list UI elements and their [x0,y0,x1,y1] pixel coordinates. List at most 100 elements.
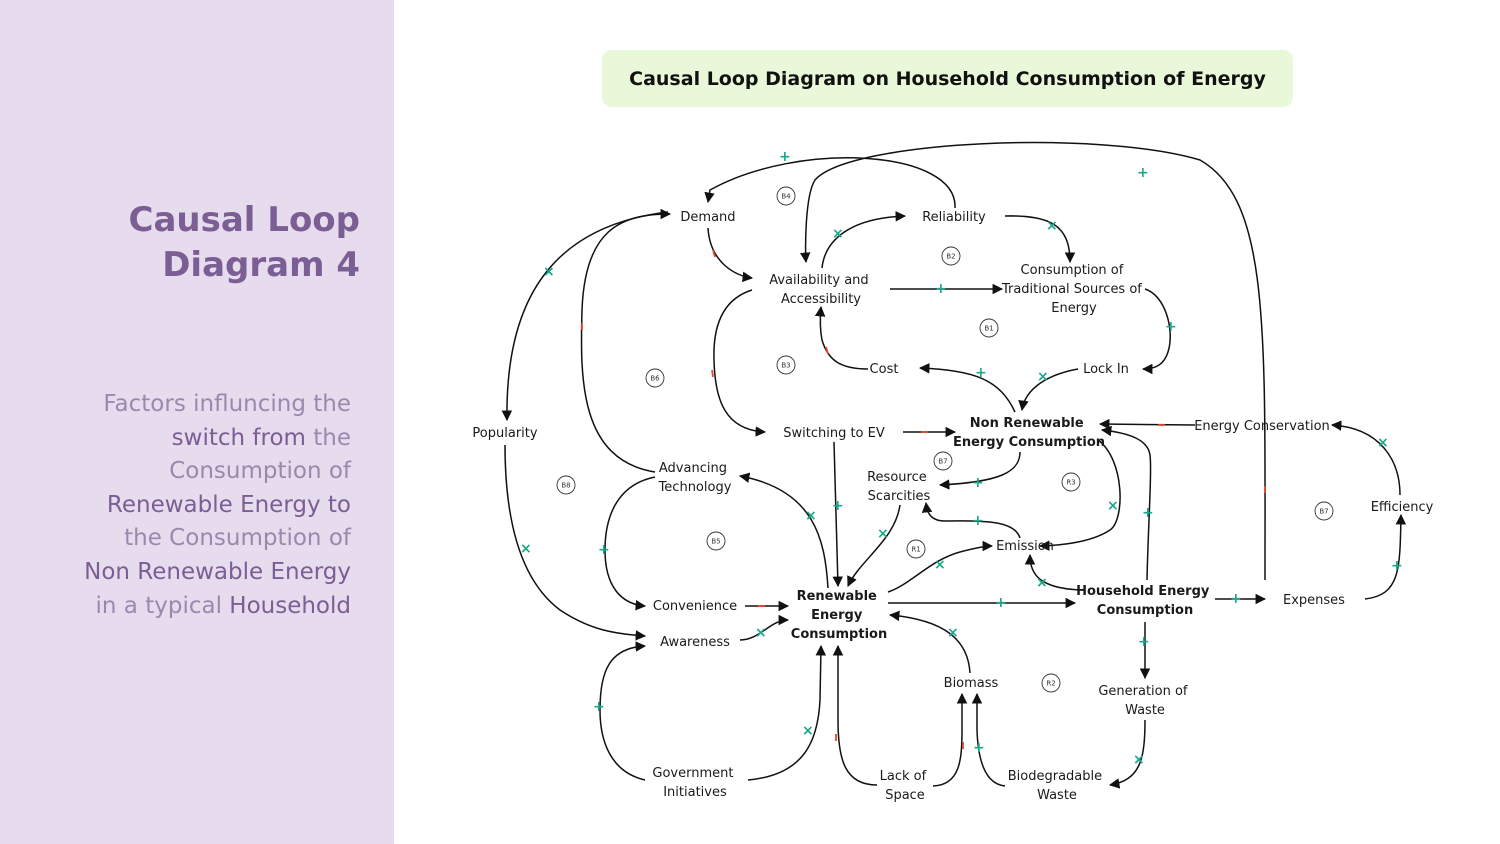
edge-tech-convenience [604,476,656,611]
loop-marker: B3 [776,355,796,375]
positive-polarity-mark: + [1137,165,1149,181]
edge-biodegradable-biomass [971,692,1006,787]
desc-line-5: the Consumption of [124,525,351,552]
edge-availability-reliability [821,211,907,269]
edge-popularity-awareness [504,444,647,641]
node-line: Lack of [880,769,927,784]
loop-label: B2 [946,253,955,261]
loop-label: R1 [911,546,920,554]
positive-polarity-mark: + [1142,505,1154,521]
node-line: Consumption of [1021,263,1124,278]
loop-label: R2 [1046,680,1055,688]
loop-markers: B4 B2 B1 B3 B6 B7 R3 B8 B5 R1 B7 R2 [556,186,1334,693]
node-line: Government [652,766,733,781]
node-line: Resource [867,470,927,485]
positive-polarity-mark: × [805,508,817,524]
loop-label: B7 [1319,508,1328,516]
edge-emission-scarcities [921,501,1021,539]
positive-polarity-mark: × [802,723,814,739]
node-lack-of-space: Lack of Space [880,769,931,803]
edge-expenses-efficiency [1364,513,1407,600]
desc-line-7: in a typical Household [11,590,351,624]
edge-tech-demand [580,208,672,473]
positive-polarity-mark: + [1165,319,1177,335]
loop-label: B3 [781,362,790,370]
edge-reliability-traditional [1004,215,1076,264]
edge-renewable-emission [887,540,994,593]
desc-line-6: Non Renewable Energy [11,556,351,590]
edge-availability-switching [713,289,767,437]
edge-scarcities-renewable [847,504,901,587]
edges [501,141,1407,789]
positive-polarity-mark: + [593,699,605,715]
positive-polarity-mark: × [1377,435,1389,451]
node-line: Traditional Sources of [1001,282,1142,297]
desc-emphasis: switch from [171,424,306,451]
negative-polarity-mark [712,249,716,258]
node-convenience: Convenience [653,599,737,614]
positive-polarity-mark: × [934,557,946,573]
loop-label: R3 [1066,479,1075,487]
node-efficiency: Efficiency [1371,500,1434,515]
node-popularity: Popularity [472,426,537,441]
loop-marker: B7 [933,451,953,471]
desc-emphasis: Household [229,592,351,619]
node-line: Consumption [1097,603,1193,618]
diagram-title: Causal Loop Diagram on Household Consump… [629,67,1266,90]
loop-marker: B7 [1314,501,1334,521]
node-switching-ev: Switching to EV [783,426,885,441]
positive-polarity-mark: + [973,740,985,756]
node-resource-scarcities: Resource Scarcities [867,470,931,504]
sidebar-title-line-1: Causal Loop [128,200,361,240]
desc-line-2: switch from the [11,422,351,456]
node-non-renewable: Non Renewable Energy Consumption [953,416,1105,450]
positive-polarity-mark: × [1037,369,1049,385]
positive-polarity-mark: × [1133,752,1145,768]
positive-polarity-mark: × [832,226,844,242]
node-expenses: Expenses [1283,593,1345,608]
positive-polarity-mark: + [1230,591,1242,607]
edge-efficiency-conservation [1330,420,1401,496]
node-line: Technology [658,480,732,495]
node-government-initiatives: Government Initiatives [652,766,737,800]
desc-emphasis: Renewable Energy to [106,491,351,518]
edge-gov-awareness [599,641,647,781]
node-renewable: Renewable Energy Consumption [791,589,887,642]
node-energy-conservation: Energy Conservation [1194,419,1330,434]
diagram-title-box: Causal Loop Diagram on Household Consump… [602,50,1293,107]
node-line: Advancing [659,461,727,476]
node-cost: Cost [870,362,899,377]
edge-household-nonrenew [1100,425,1152,581]
sidebar-panel: Causal Loop Diagram 4 Factors influncing… [0,0,394,844]
node-line: Renewable [797,589,877,604]
edge-nonrenew-scarcities [938,451,1021,490]
node-biomass: Biomass [944,676,999,691]
edge-gov-renewable [747,644,827,781]
loop-label: B7 [938,458,947,466]
loop-marker: R3 [1061,472,1081,492]
positive-polarity-mark: × [755,625,767,641]
sidebar-title-line-2: Diagram 4 [162,245,360,285]
edge-demand-availability [707,227,754,283]
positive-polarity-mark: + [779,149,791,165]
node-line: Scarcities [868,489,931,504]
node-traditional-energy: Consumption of Traditional Sources of En… [1001,263,1146,316]
positive-polarity-mark: + [995,595,1007,611]
node-line: Initiatives [663,785,727,800]
sidebar-description: Factors influncing the switch from the C… [11,388,351,623]
edge-lackspace-renewable [832,644,878,786]
node-demand: Demand [680,210,735,225]
node-generation-of-waste: Generation of Waste [1098,684,1191,718]
node-line: Consumption [791,627,887,642]
node-line: Waste [1125,703,1165,718]
nodes: Demand Reliability Availability and Acce… [472,210,1433,803]
loop-label: B4 [781,193,791,201]
node-awareness: Awareness [660,635,730,650]
loop-marker: B6 [645,368,665,388]
edge-conservation-nonrenew [1098,418,1196,430]
loop-marker: B5 [706,531,726,551]
node-line: Accessibility [781,292,861,307]
node-line: Energy Consumption [953,435,1105,450]
loop-label: B8 [561,482,570,490]
positive-polarity-mark: + [598,542,610,558]
